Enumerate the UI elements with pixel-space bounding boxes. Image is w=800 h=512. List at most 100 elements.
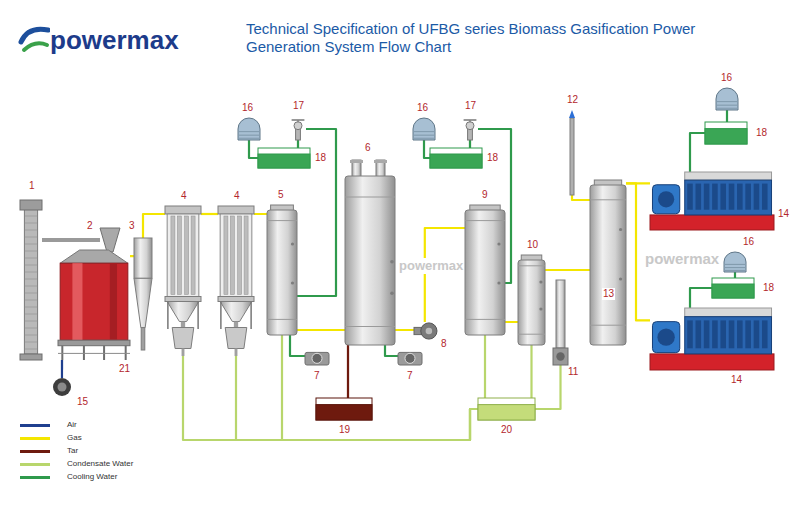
cooling-tank-shape-part <box>705 129 747 144</box>
cooler-column-shape-part <box>497 281 500 284</box>
filter-column-shape-part <box>165 297 201 302</box>
cooling-tower-shape <box>413 118 435 140</box>
cooling-tank-shape-part <box>430 148 482 168</box>
callout-number: 8 <box>440 338 448 350</box>
gas-buffer-tank-shape-part <box>590 199 626 200</box>
cooling-water-pipe <box>690 288 712 308</box>
gas-booster-fan-shape <box>414 322 438 340</box>
flare-stack: 12 <box>567 110 577 195</box>
tar-tank-shape-part <box>316 398 372 420</box>
cooling-tower: 16 <box>716 88 738 110</box>
filter-column-shape-part <box>224 216 228 295</box>
gas-generator-set-shape-part <box>685 172 772 180</box>
callout-number: 18 <box>314 152 327 164</box>
cooling-tank-shape <box>705 122 747 144</box>
bucket-elevator-shape-part <box>24 307 37 308</box>
gas-generator-set-shape-part <box>704 320 710 348</box>
gas-generator-set-shape-part <box>720 320 726 348</box>
filter-column-shape-part <box>225 328 247 349</box>
gas-buffer-tank-shape-part <box>590 185 626 345</box>
callout-number: 20 <box>500 424 513 436</box>
gas-buffer-tank-shape-part <box>590 325 626 326</box>
gas-pipe <box>395 329 414 331</box>
dryer-column: 10 <box>518 255 545 345</box>
gas-generator-set-shape-part <box>685 180 772 215</box>
condensate-tank: 20 <box>478 398 535 420</box>
flare-stack-shape-part <box>569 110 575 118</box>
filter-column-shape-part <box>230 216 234 295</box>
gasifier-shape-part <box>72 263 82 340</box>
cooling-water-pipe <box>297 140 299 148</box>
gas-pipe <box>143 214 165 238</box>
cooling-tank-shape <box>258 148 310 168</box>
filter-column-shape-part <box>185 216 189 295</box>
legend-swatch <box>20 437 50 440</box>
cooling-tower-shape-part <box>717 108 737 109</box>
cooling-tank-shape-part <box>712 278 754 298</box>
cooler-column: 9 <box>465 205 505 335</box>
callout-number: 1 <box>28 180 36 192</box>
legend-swatch <box>20 424 50 427</box>
gas-booster-fan: 8 <box>414 322 438 340</box>
tar-separator-shape-part <box>374 160 387 163</box>
bucket-elevator-shape-part <box>24 272 37 273</box>
flare-stack-shape <box>567 110 577 195</box>
condensate-pipe <box>530 345 532 398</box>
gas-generator-set: 14 <box>650 308 774 370</box>
water-seal: 11 <box>553 280 568 365</box>
filter-column-shape-part <box>181 322 185 328</box>
filter-column-shape-part <box>250 302 252 330</box>
gas-generator-set-shape-part <box>729 184 735 210</box>
bucket-elevator-shape-part <box>24 208 37 354</box>
filter-column-shape-part <box>167 302 199 322</box>
scrubber-column-shape-part <box>267 210 297 335</box>
filter-column-shape-part <box>165 206 201 214</box>
gas-generator-set-shape-part <box>720 184 726 210</box>
condensate-tank-shape-part <box>478 398 535 420</box>
cyclone-separator-shape-part <box>134 238 152 278</box>
cooling-water-pipe <box>734 272 736 278</box>
cooling-tower-shape-part <box>725 264 745 265</box>
callout-number: 18 <box>755 127 768 139</box>
condensate-pipe <box>282 335 478 440</box>
logo-mark-green <box>24 43 47 50</box>
watermark: powermax <box>399 258 463 274</box>
bucket-elevator-shape-part <box>24 279 37 280</box>
scrubber-column-shape-part <box>267 220 297 221</box>
legend-text: Cooling Water <box>67 471 117 483</box>
water-pump-shape-part <box>294 122 302 130</box>
gas-generator-set-shape-part <box>745 184 751 210</box>
gas-generator-set-shape-part <box>745 320 751 348</box>
filter-column-shape-part <box>218 206 254 214</box>
bucket-elevator: 1 <box>20 200 42 360</box>
callout-number: 16 <box>241 102 254 114</box>
bucket-elevator-shape-part <box>24 265 37 266</box>
bucket-elevator-shape-part <box>24 223 37 224</box>
gas-generator-set-shape-part <box>729 320 735 348</box>
callout-number: 17 <box>464 100 477 112</box>
cooling-tower-shape-part <box>414 138 434 139</box>
filter-column-shape-part <box>235 349 238 357</box>
callout-number: 3 <box>128 220 136 232</box>
dryer-column-shape-part <box>539 307 542 310</box>
gas-pipe <box>130 255 134 257</box>
cooling-tank-shape-part <box>258 148 310 168</box>
cooling-water-pipe <box>385 345 398 356</box>
legend-text: Condensate Water <box>67 458 133 470</box>
water-pump-shape-part <box>464 119 477 121</box>
cooler-column-shape <box>465 205 505 335</box>
cooling-tank: 18 <box>712 278 754 298</box>
dryer-column-shape-part <box>518 265 545 266</box>
gas-generator-set-shape-part <box>652 322 679 353</box>
gasifier-shape-part <box>83 346 85 360</box>
gas-generator-set-shape-part <box>650 354 774 370</box>
water-pump: 17 <box>290 118 306 140</box>
bucket-elevator-shape-part <box>24 314 37 315</box>
logo-text: powermax <box>50 25 179 55</box>
filter-column-shape-part <box>197 302 199 330</box>
callout-number: 11 <box>567 366 579 378</box>
tar-pipe <box>347 345 349 398</box>
cooling-tank: 18 <box>258 148 310 168</box>
cooler-column-shape-part <box>497 242 500 245</box>
cooling-water-pipe <box>690 133 705 172</box>
